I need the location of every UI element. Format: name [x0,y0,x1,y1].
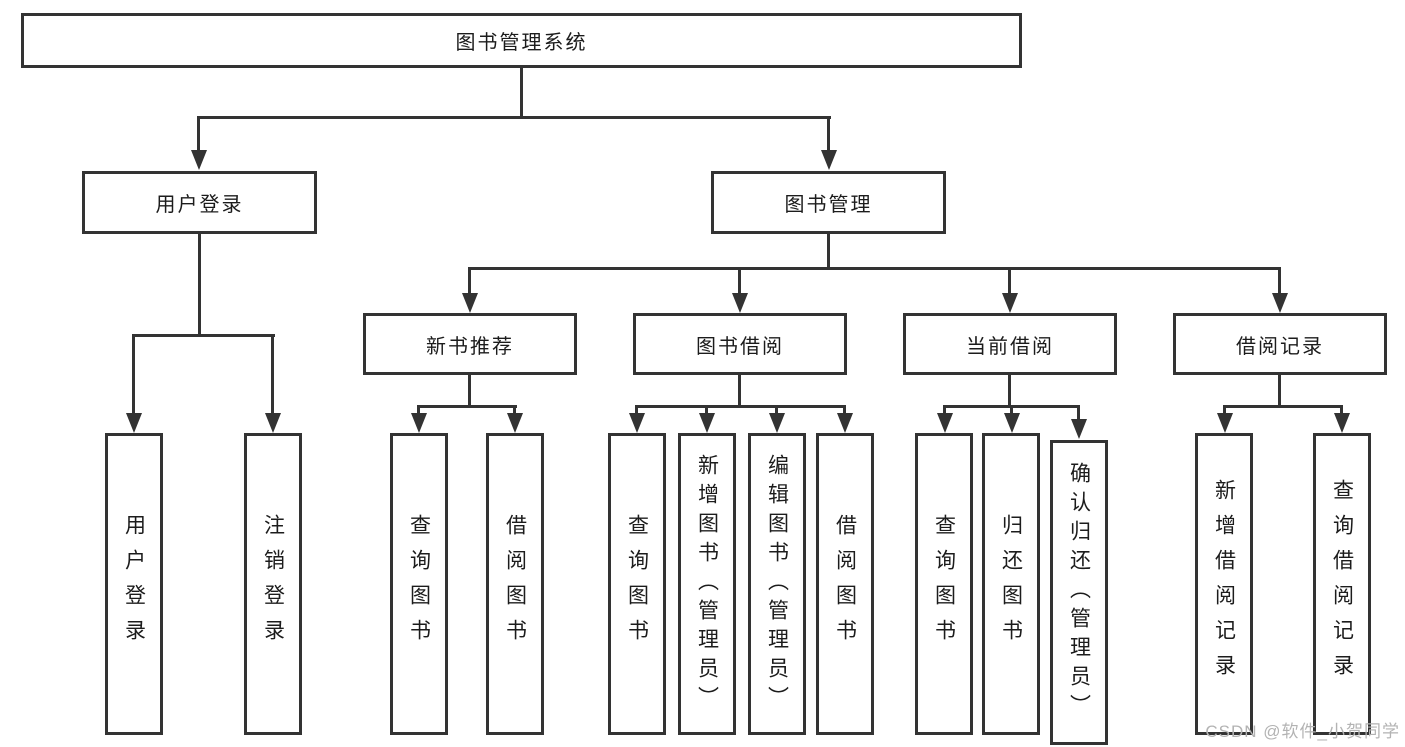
arrow-down-icon [837,413,853,433]
connector-line [827,232,830,270]
node-new-book-recommend: 新书推荐 [363,313,577,375]
connector-line [1008,373,1011,408]
connector-line [132,334,275,337]
connector-line [468,267,1281,270]
arrow-down-icon [937,413,953,433]
connector-line [198,232,201,337]
arrow-down-icon [265,413,281,433]
node-borrow-records: 借阅记录 [1173,313,1387,375]
leaf-return-books: 归还图书 [982,433,1040,735]
connector-line [843,405,846,415]
arrow-down-icon [1334,413,1350,433]
csdn-watermark: CSDN @软件_小贺同学 [1205,722,1400,741]
arrow-down-icon [126,413,142,433]
connector-line [1010,405,1013,415]
connector-line [468,267,471,295]
node-book-borrowing: 图书借阅 [633,313,847,375]
node-library-management-system: 图书管理系统 [21,13,1022,68]
connector-line [132,334,135,415]
arrow-down-icon [462,293,478,313]
connector-line [1077,405,1080,419]
connector-line [271,334,274,415]
leaf-borrow-books-recommend: 借阅图书 [486,433,544,735]
leaf-query-books-recommend: 查询图书 [390,433,448,735]
connector-line [1340,405,1343,415]
leaf-add-borrow-record: 新增借阅记录 [1195,433,1253,735]
arrow-down-icon [1272,293,1288,313]
connector-line [197,116,200,152]
leaf-add-book-admin: 新增图书（管理员） [678,433,736,735]
connector-line [1008,267,1011,295]
node-current-borrowing: 当前借阅 [903,313,1117,375]
arrow-down-icon [191,150,207,170]
connector-line [520,66,523,119]
arrow-down-icon [1002,293,1018,313]
connector-line [738,267,741,295]
connector-line [827,116,830,152]
leaf-logout: 注销登录 [244,433,302,735]
node-book-management: 图书管理 [711,171,946,234]
connector-line [1223,405,1226,415]
arrow-down-icon [507,413,523,433]
connector-line [738,373,741,408]
leaf-query-borrow-record: 查询借阅记录 [1313,433,1371,735]
leaf-query-books-current: 查询图书 [915,433,973,735]
connector-line [705,405,708,415]
arrow-down-icon [1217,413,1233,433]
node-user-login-branch: 用户登录 [82,171,317,234]
connector-line [468,373,471,408]
connector-line [635,405,846,408]
arrow-down-icon [1004,413,1020,433]
connector-line [1278,373,1281,408]
connector-line [1223,405,1343,408]
connector-line [417,405,420,415]
arrow-down-icon [411,413,427,433]
arrow-down-icon [629,413,645,433]
connector-line [635,405,638,415]
leaf-edit-book-admin: 编辑图书（管理员） [748,433,806,735]
leaf-confirm-return-admin: 确认归还（管理员） [1050,440,1108,745]
connector-line [513,405,516,415]
connector-line [417,405,517,408]
connector-line [197,116,831,119]
leaf-query-books-borrow: 查询图书 [608,433,666,735]
arrow-down-icon [732,293,748,313]
arrow-down-icon [769,413,785,433]
arrow-down-icon [821,150,837,170]
leaf-user-login: 用户登录 [105,433,163,735]
connector-line [1278,267,1281,295]
connector-line [943,405,946,415]
arrow-down-icon [1071,419,1087,439]
leaf-borrow-books: 借阅图书 [816,433,874,735]
arrow-down-icon [699,413,715,433]
connector-line [775,405,778,415]
